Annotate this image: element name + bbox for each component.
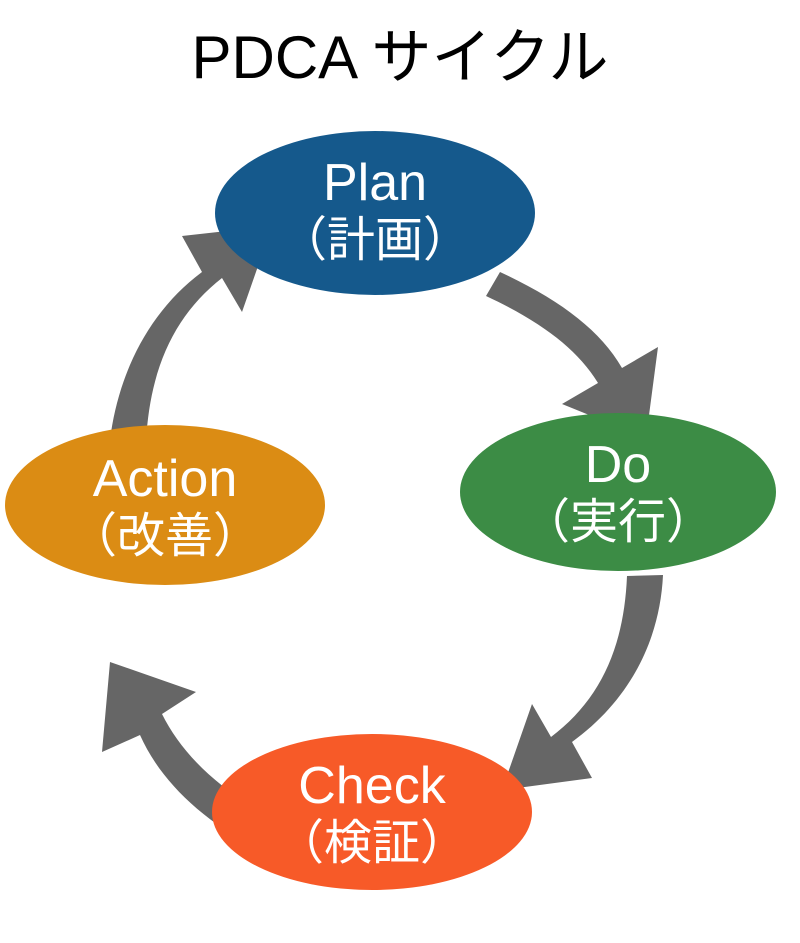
- node-plan[interactable]: Plan （計画）: [215, 131, 535, 295]
- node-check-shape[interactable]: [212, 734, 532, 890]
- node-do-shape[interactable]: [460, 413, 776, 571]
- node-do-label-ja: （実行）: [522, 496, 714, 549]
- node-do-label-en: Do: [585, 436, 651, 494]
- arrow-action-to-plan: [110, 226, 272, 442]
- node-action-label-ja: （改善）: [69, 510, 261, 563]
- node-plan-shape[interactable]: [215, 131, 535, 295]
- node-check[interactable]: Check （検証）: [212, 734, 532, 890]
- node-plan-label-en: Plan: [323, 154, 427, 212]
- node-check-label-en: Check: [298, 757, 446, 815]
- arrow-plan-to-do: [486, 272, 658, 438]
- arrow-do-to-check: [502, 575, 663, 790]
- node-plan-label-ja: （計画）: [279, 214, 471, 267]
- node-action-shape[interactable]: [5, 425, 325, 585]
- node-action-label-en: Action: [93, 450, 238, 508]
- page-title: PDCA サイクル: [191, 24, 609, 91]
- node-action[interactable]: Action （改善）: [5, 425, 325, 585]
- node-do[interactable]: Do （実行）: [460, 413, 776, 571]
- node-check-label-ja: （検証）: [276, 817, 468, 870]
